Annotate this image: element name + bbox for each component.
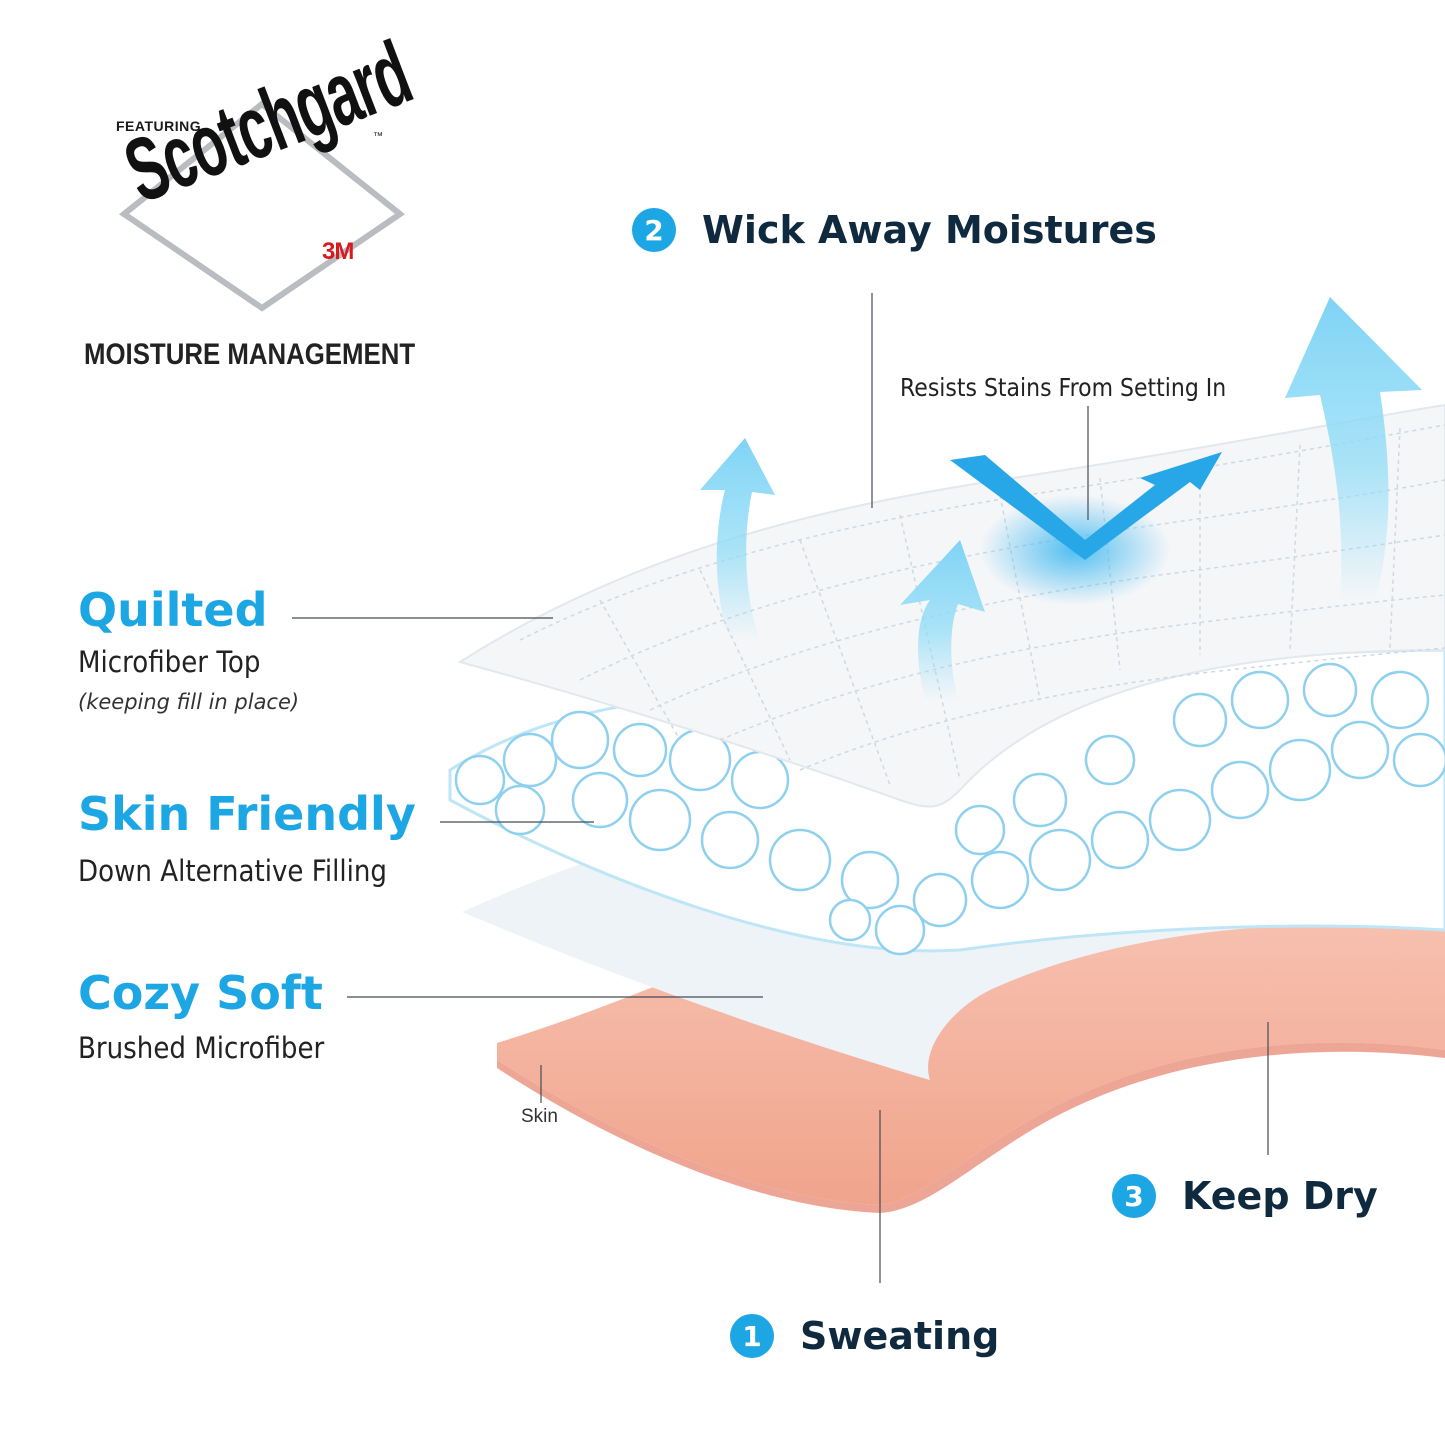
step-keep-dry: 3 Keep Dry xyxy=(1112,1174,1378,1218)
layer-subtitle-skin-friendly: Down Alternative Filling xyxy=(78,854,387,888)
callout-skin: Skin xyxy=(521,1106,558,1127)
layer-title-skin-friendly: Skin Friendly xyxy=(78,787,416,841)
moisture-arrow-left xyxy=(700,438,775,640)
logo-3m: 3M xyxy=(322,238,354,265)
layer-title-cozy-soft: Cozy Soft xyxy=(78,966,323,1020)
logo-tagline: MOISTURE MANAGEMENT xyxy=(84,338,416,371)
step-wick-away: 2 Wick Away Moistures xyxy=(632,208,1157,252)
callout-resists-stains: Resists Stains From Setting In xyxy=(900,373,1227,402)
logo-diamond xyxy=(118,100,406,312)
step-label: Sweating xyxy=(800,1314,1000,1358)
step-label: Wick Away Moistures xyxy=(702,208,1157,252)
layer-note-quilted: (keeping fill in place) xyxy=(78,690,300,714)
logo-trademark: ™ xyxy=(373,131,383,142)
logo-featuring: FEATURING xyxy=(116,118,202,134)
moisture-arrow-right xyxy=(1285,297,1422,600)
layer-subtitle-cozy-soft: Brushed Microfiber xyxy=(78,1031,325,1065)
stain-repel-arrow xyxy=(950,452,1222,605)
step-number-badge: 3 xyxy=(1112,1174,1156,1218)
filling-clouds xyxy=(454,662,1445,956)
step-number-badge: 2 xyxy=(632,208,676,252)
step-label: Keep Dry xyxy=(1182,1174,1378,1218)
moisture-arrow-center xyxy=(900,540,985,700)
step-sweating: 1 Sweating xyxy=(730,1314,999,1358)
layer-title-quilted: Quilted xyxy=(78,583,268,637)
layer-subtitle-quilted: Microfiber Top xyxy=(78,645,261,679)
leader-lines xyxy=(292,293,1269,1283)
step-number-badge: 1 xyxy=(730,1314,774,1358)
